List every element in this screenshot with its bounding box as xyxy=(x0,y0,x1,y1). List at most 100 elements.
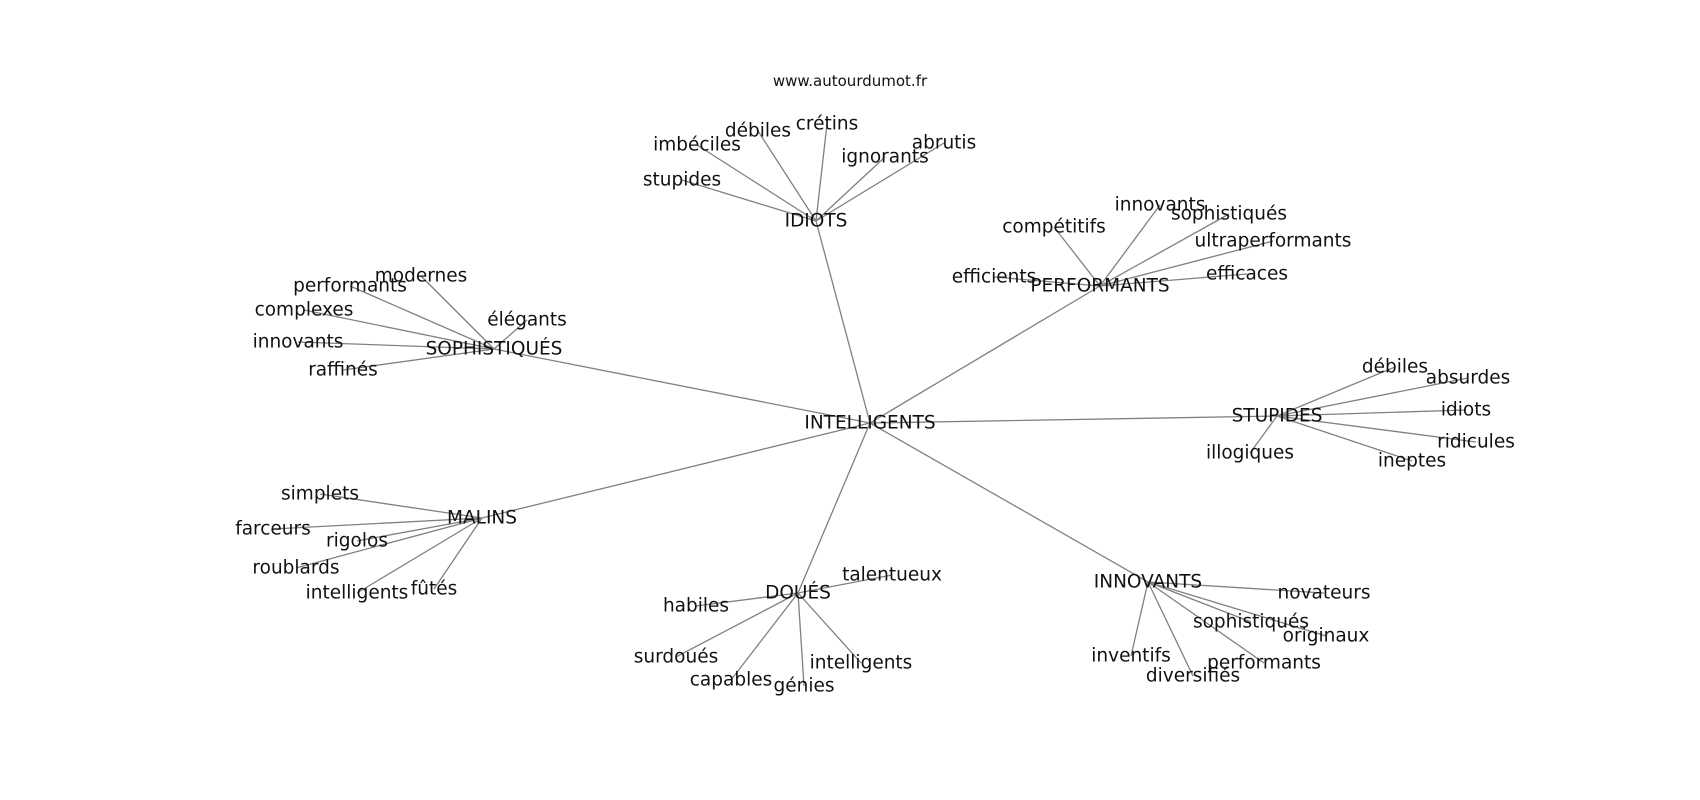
leaf-word[interactable]: roublards xyxy=(252,558,339,579)
leaf-word[interactable]: sophistiqués xyxy=(1193,612,1309,633)
edge-hub-leaf xyxy=(1147,581,1265,664)
hub-word[interactable]: SOPHISTIQUÉS xyxy=(426,338,563,360)
edge-hub-leaf xyxy=(815,142,945,222)
edge-hub-leaf xyxy=(356,517,483,594)
edge-center-hub xyxy=(869,422,1149,583)
edge-hub-leaf xyxy=(695,592,799,607)
hub-word[interactable]: PERFORMANTS xyxy=(1030,276,1169,297)
leaf-word[interactable]: performants xyxy=(1207,653,1321,674)
edge-center-hub xyxy=(493,348,871,424)
leaf-word[interactable]: absurdes xyxy=(1426,368,1511,389)
hub-word[interactable]: INNOVANTS xyxy=(1094,572,1202,593)
edge-center-hub xyxy=(869,415,1278,424)
edge-hub-leaf xyxy=(297,341,495,350)
leaf-word[interactable]: fûtés xyxy=(411,579,458,600)
leaf-word[interactable]: débiles xyxy=(1362,357,1428,378)
edge-hub-leaf xyxy=(1147,581,1325,594)
edge-hub-leaf xyxy=(1130,581,1149,657)
edge-hub-leaf xyxy=(349,285,495,350)
leaf-word[interactable]: surdoués xyxy=(634,647,718,668)
leaf-word[interactable]: modernes xyxy=(375,266,468,287)
leaf-word[interactable]: simplets xyxy=(281,484,359,505)
leaf-word[interactable]: imbéciles xyxy=(653,135,741,156)
leaf-word[interactable]: intelligents xyxy=(306,583,409,604)
leaf-word[interactable]: débiles xyxy=(725,121,791,142)
edge-hub-leaf xyxy=(319,493,483,519)
leaf-word[interactable]: habiles xyxy=(663,596,729,617)
edge-hub-leaf xyxy=(1099,204,1161,287)
edge-hub-leaf xyxy=(433,517,483,590)
hub-word[interactable]: STUPIDES xyxy=(1232,406,1323,427)
edge-hub-leaf xyxy=(1099,213,1230,287)
edge-hub-leaf xyxy=(1276,415,1477,443)
leaf-word[interactable]: élégants xyxy=(487,310,567,331)
leaf-word[interactable]: intelligents xyxy=(810,653,913,674)
leaf-word[interactable]: farceurs xyxy=(235,519,311,540)
leaf-word[interactable]: efficients xyxy=(952,267,1037,288)
leaf-word[interactable]: ignorants xyxy=(841,147,929,168)
leaf-word[interactable]: compétitifs xyxy=(1002,217,1106,238)
leaf-word[interactable]: innovants xyxy=(253,332,344,353)
leaf-word[interactable]: innovants xyxy=(1115,195,1206,216)
edge-hub-leaf xyxy=(1053,226,1101,287)
edge-hub-leaf xyxy=(272,517,483,530)
leaf-word[interactable]: abrutis xyxy=(912,133,976,154)
leaf-word[interactable]: originaux xyxy=(1283,626,1370,647)
edge-hub-leaf xyxy=(797,592,805,687)
edge-hub-leaf xyxy=(1276,415,1413,462)
center-word[interactable]: INTELLIGENTS xyxy=(804,413,935,434)
leaf-word[interactable]: rigolos xyxy=(326,531,388,552)
leaf-word[interactable]: diversifiés xyxy=(1146,666,1240,687)
edge-hub-leaf xyxy=(815,156,886,222)
leaf-word[interactable]: illogiques xyxy=(1206,443,1294,464)
leaf-word[interactable]: performants xyxy=(293,276,407,297)
edge-hub-leaf xyxy=(420,275,495,350)
source-label: www.autourdumot.fr xyxy=(772,72,928,90)
edge-hub-leaf xyxy=(797,592,862,664)
edge-hub-leaf xyxy=(295,517,483,569)
edge-hub-leaf xyxy=(1249,415,1278,454)
leaf-word[interactable]: novateurs xyxy=(1278,583,1371,604)
leaf-word[interactable]: idiots xyxy=(1441,400,1491,421)
edge-hub-leaf xyxy=(993,276,1101,287)
edge-center-hub xyxy=(481,422,871,519)
edge-center-hub xyxy=(869,285,1101,424)
graph-labels: INTELLIGENTSIDIOTSstupidesimbécilesdébil… xyxy=(235,114,1515,697)
edge-hub-leaf xyxy=(303,309,495,350)
leaf-word[interactable]: sophistiqués xyxy=(1171,204,1287,225)
leaf-word[interactable]: complexes xyxy=(255,300,354,321)
edge-hub-leaf xyxy=(757,130,817,222)
edge-center-hub xyxy=(797,422,871,594)
edge-hub-leaf xyxy=(1276,366,1396,417)
hub-word[interactable]: DOUÉS xyxy=(765,582,831,604)
leaf-word[interactable]: crétins xyxy=(796,114,859,135)
edge-hub-leaf xyxy=(1276,377,1469,417)
edge-hub-leaf xyxy=(1099,240,1274,287)
leaf-word[interactable]: ridicules xyxy=(1437,432,1515,453)
edge-hub-leaf xyxy=(1147,581,1194,677)
leaf-word[interactable]: inventifs xyxy=(1091,646,1170,667)
edge-hub-leaf xyxy=(675,592,799,658)
edge-hub-leaf xyxy=(1147,581,1327,637)
edge-hub-leaf xyxy=(797,574,893,594)
leaf-word[interactable]: ultraperformants xyxy=(1195,231,1352,252)
edge-hub-leaf xyxy=(681,179,817,222)
hub-word[interactable]: IDIOTS xyxy=(785,211,848,232)
leaf-word[interactable]: efficaces xyxy=(1206,264,1288,285)
leaf-word[interactable]: raffinés xyxy=(308,360,378,381)
edge-center-hub xyxy=(815,220,871,424)
edge-hub-leaf xyxy=(493,319,528,350)
leaf-word[interactable]: stupides xyxy=(643,170,721,191)
edge-hub-leaf xyxy=(356,517,483,542)
leaf-word[interactable]: génies xyxy=(773,676,834,697)
edge-hub-leaf xyxy=(1276,409,1467,417)
edge-hub-leaf xyxy=(1147,581,1252,623)
leaf-word[interactable]: talentueux xyxy=(842,565,942,586)
edge-hub-leaf xyxy=(696,144,817,222)
edge-hub-leaf xyxy=(1099,273,1248,287)
leaf-word[interactable]: capables xyxy=(690,670,773,691)
leaf-word[interactable]: ineptes xyxy=(1378,451,1446,472)
hub-word[interactable]: MALINS xyxy=(447,508,517,529)
